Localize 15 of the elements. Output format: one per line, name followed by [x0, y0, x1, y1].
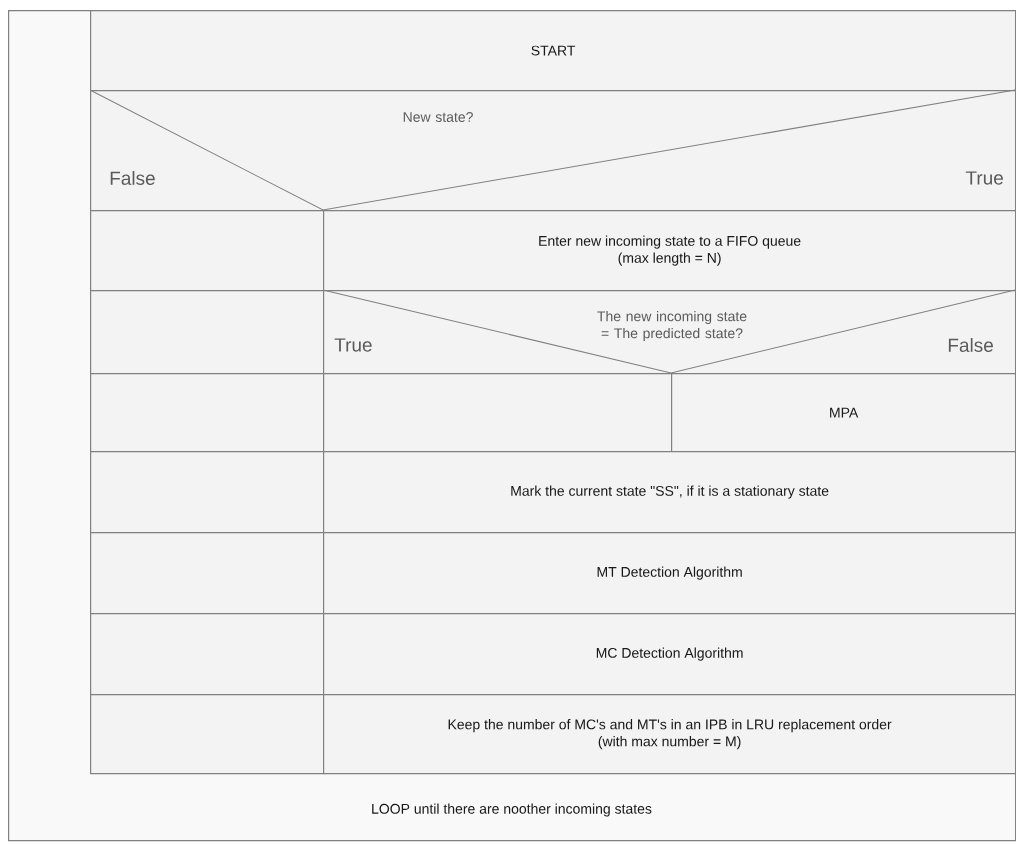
branch-label: False [948, 338, 993, 352]
node-label: MT Detection Algorithm [597, 566, 742, 580]
branch-label: True [334, 338, 372, 352]
node-label: MPA [830, 407, 859, 418]
condition-text: New state? [403, 112, 473, 122]
node-label: Enter new incoming state to a FIFO queue (max length = N) [539, 235, 801, 266]
node-label: Mark the current state "SS", if it is a stationary state [511, 485, 829, 499]
node-label: START [531, 45, 576, 56]
condition-text: The new incoming state = The predicted state? [597, 311, 747, 342]
process-box: START [90, 10, 1016, 92]
branch-label: False [110, 171, 155, 185]
node-label: MC Detection Algorithm [596, 647, 743, 661]
branch-label: True [965, 171, 1003, 185]
loop-condition: LOOP until there are noother incoming states [372, 803, 652, 817]
process-box: MPA [671, 373, 1016, 453]
